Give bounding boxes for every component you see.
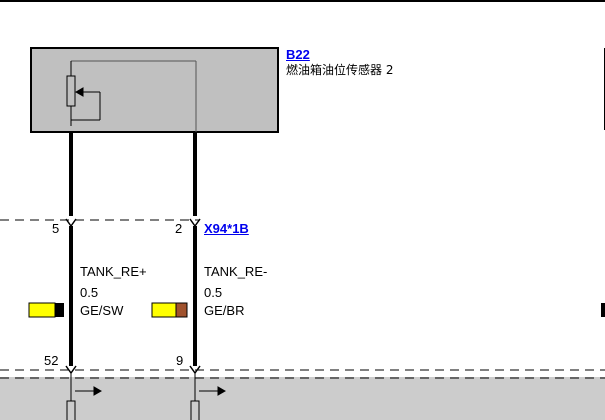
component-name: 燃油箱油位传感器 2 xyxy=(286,63,394,77)
component-id-link[interactable]: B22 xyxy=(286,47,310,62)
bottom-potentiometer-symbol-1 xyxy=(66,373,103,420)
wire-2-gauge: 0.5 xyxy=(204,285,223,300)
pin-connector-5-symbol xyxy=(65,218,77,228)
potentiometer-symbol xyxy=(66,60,197,132)
pin-label-2: 2 xyxy=(175,221,183,236)
pin-label-9: 9 xyxy=(176,353,184,368)
pin-label-5: 5 xyxy=(52,221,60,236)
pin-label-52: 52 xyxy=(44,353,59,368)
wire-2-signal: TANK_RE- xyxy=(204,264,268,279)
connector-id-link[interactable]: X94*1B xyxy=(204,221,249,236)
wire-color-swatch-ge-br xyxy=(151,302,188,318)
bottom-component-band xyxy=(0,377,605,420)
wire-1-signal: TANK_RE+ xyxy=(80,264,147,279)
right-partial-box-bottom xyxy=(601,303,605,317)
wire-1-gauge: 0.5 xyxy=(80,285,99,300)
wire-2-color-code: GE/BR xyxy=(204,303,245,318)
wire-1-color-code: GE/SW xyxy=(80,303,124,318)
wire-color-swatch-ge-sw xyxy=(28,302,64,318)
bottom-potentiometer-symbol-2 xyxy=(190,373,227,420)
